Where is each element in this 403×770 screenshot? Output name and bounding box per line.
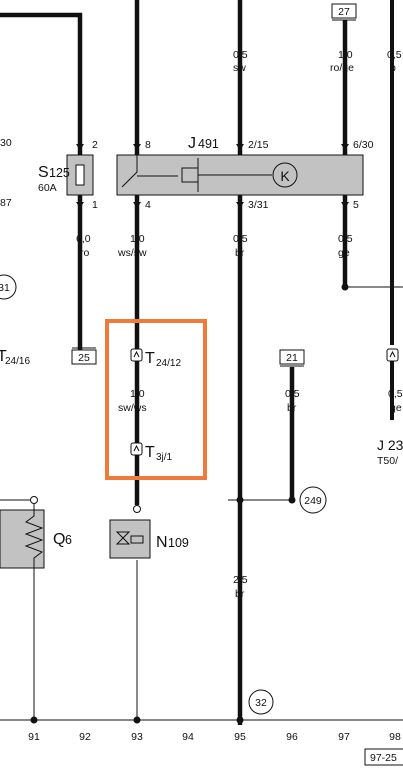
grid-97: 97	[338, 731, 350, 743]
connector-t24-12: T 24/12	[130, 348, 181, 369]
ref-box-21: 21	[279, 349, 305, 367]
n109-id: N	[156, 534, 168, 551]
j23-connector: T50/	[377, 455, 398, 467]
wire-color: ge	[390, 402, 402, 414]
wire-labels: 0,5 sw 1,0 ro/ge 0,5 b 6,0 ro 1,0 ws/sw …	[76, 49, 403, 600]
highlight-box	[105, 319, 207, 480]
ref-circle-31: 31	[0, 274, 17, 300]
wire-lines	[0, 0, 394, 725]
wire-size: 0,5	[388, 388, 403, 400]
grid-92: 92	[79, 731, 91, 743]
svg-text:31: 31	[0, 282, 10, 294]
s125-rating: 60A	[38, 182, 57, 194]
svg-text:24/16: 24/16	[5, 356, 30, 367]
svg-text:25: 25	[78, 352, 90, 364]
wire-color: ge	[338, 247, 350, 259]
grid-labels: 91 92 93 94 95 96 97 98	[28, 731, 401, 743]
grid-98: 98	[389, 731, 401, 743]
left-label-30: 30	[0, 137, 12, 149]
wire-color: ro/ge	[330, 62, 354, 74]
wire-color: b	[390, 62, 396, 74]
wire-size: 2,5	[233, 574, 248, 586]
svg-text:T: T	[145, 350, 155, 367]
wire-color: sw	[233, 62, 246, 74]
grid-94: 94	[182, 731, 194, 743]
pin-s125-bottom: 1	[92, 199, 98, 211]
wire-size: 6,0	[76, 233, 91, 245]
svg-text:97-25: 97-25	[370, 752, 397, 764]
junction-dots	[30, 283, 349, 724]
wire-size: 0,5	[387, 49, 402, 61]
svg-text:249: 249	[304, 495, 322, 507]
grid-95: 95	[234, 731, 246, 743]
j491-id: J	[188, 135, 196, 152]
ref-circle-32: 32	[248, 689, 274, 715]
svg-text:27: 27	[338, 6, 350, 18]
pin-arrows	[76, 144, 349, 208]
wire-color: sw/ws	[118, 402, 147, 414]
wire-color: ro	[80, 247, 89, 259]
grid-96: 96	[286, 731, 298, 743]
svg-text:T: T	[0, 348, 7, 365]
q6-num: 6	[65, 533, 72, 547]
s125-id: S	[38, 164, 49, 181]
glow-plug-q6	[0, 496, 45, 569]
wire-size: 0,5	[233, 233, 248, 245]
svg-text:3j/1: 3j/1	[156, 452, 173, 463]
wire-color: br	[235, 247, 245, 259]
grid-93: 93	[131, 731, 143, 743]
pin-s125-top: 2	[92, 139, 98, 151]
wire-color: br	[287, 402, 297, 414]
grid-91: 91	[28, 731, 40, 743]
pin-j491-in: 8	[145, 139, 151, 151]
wire-size: 0,5	[285, 388, 300, 400]
svg-text:T: T	[145, 444, 155, 461]
ref-circle-249: 249	[299, 486, 327, 514]
thin-lines	[0, 286, 403, 721]
pin-labels: 2 1 8 4 2/15 3/31 6/30 5 30 87	[0, 137, 374, 211]
left-label-87: 87	[0, 197, 12, 209]
wire-color: ws/sw	[117, 247, 147, 259]
pin-j491-5: 5	[353, 199, 359, 211]
j491-num: 491	[198, 137, 219, 151]
pin-j491-out: 4	[145, 199, 151, 211]
svg-text:21: 21	[286, 352, 298, 364]
n109-num: 109	[168, 536, 189, 550]
svg-text:32: 32	[255, 697, 267, 709]
svg-text:24/12: 24/12	[156, 358, 181, 369]
pin-j491-6-30: 6/30	[353, 139, 374, 151]
relay-k-symbol: K	[280, 168, 290, 184]
connector-right	[386, 348, 399, 362]
wire-size: 1,0	[338, 49, 353, 61]
wire-color: br	[235, 588, 245, 600]
ref-box-27: 27	[331, 3, 357, 21]
wire-size: 0,5	[338, 233, 353, 245]
ref-box-25: 25	[71, 347, 97, 365]
pin-j491-3-31: 3/31	[248, 199, 269, 211]
s125-num: 125	[49, 166, 70, 180]
q6-id: Q	[53, 531, 65, 548]
j23-id: J 23	[377, 437, 403, 453]
fuse-s125	[66, 154, 94, 196]
valve-n109	[109, 505, 151, 559]
connector-t3j-1: T 3j/1	[130, 442, 173, 463]
wire-size: 0,5	[233, 49, 248, 61]
relay-j491: K	[116, 154, 364, 196]
connector-t24-16: T 24/16	[0, 348, 30, 367]
pin-j491-2-15: 2/15	[248, 139, 269, 151]
page-code: 97-25	[364, 748, 403, 766]
wire-size: 1,0	[130, 388, 145, 400]
wire-size: 1,0	[130, 233, 145, 245]
